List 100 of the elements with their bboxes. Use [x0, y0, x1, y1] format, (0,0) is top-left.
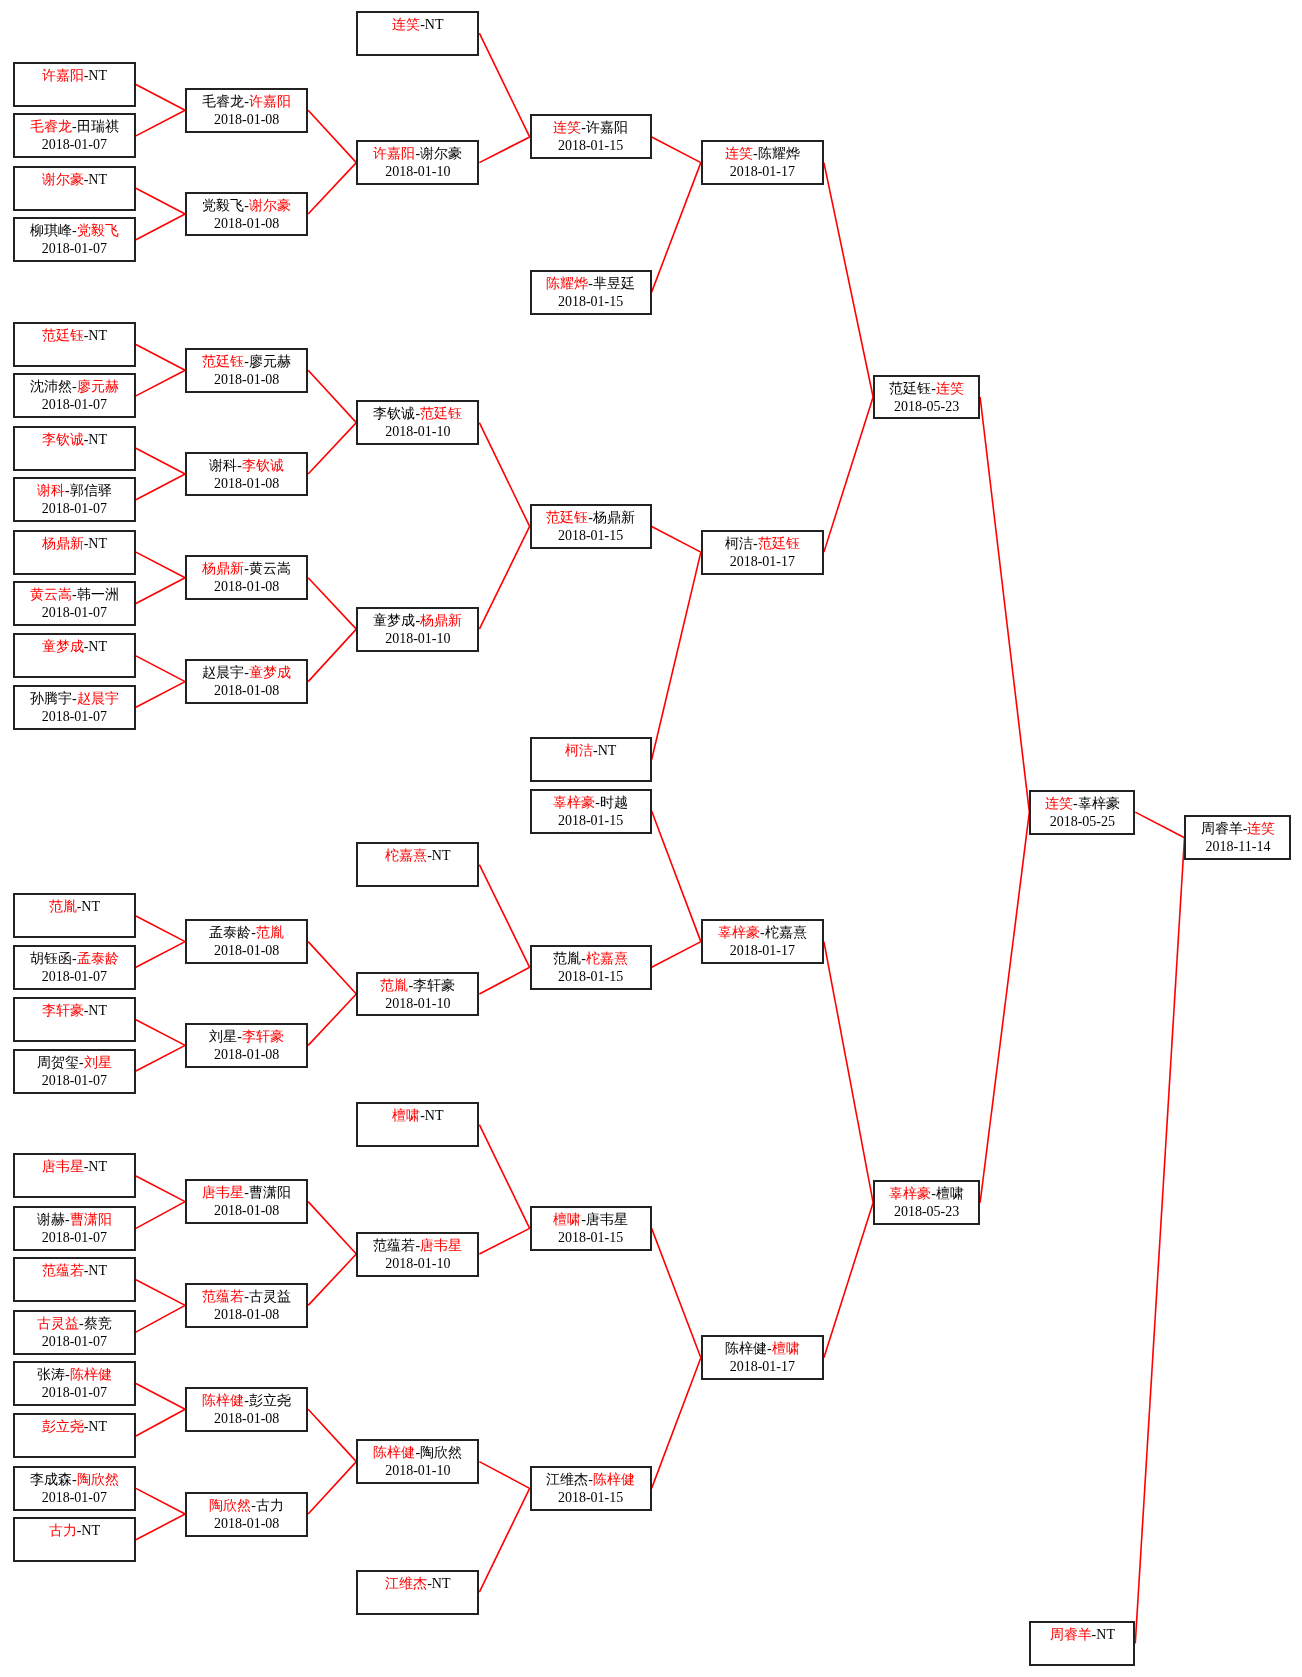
bracket-line	[823, 1201, 874, 1359]
match-players: 陈梓健-陶欣然	[373, 1444, 463, 1463]
match-players: 江维杰-陈梓健	[546, 1470, 635, 1489]
match-box	[12, 1517, 136, 1563]
match-date: 2018-01-10	[385, 423, 451, 442]
bracket-line	[478, 1487, 531, 1593]
match-date: 2018-01-08	[213, 1514, 280, 1533]
match-date: 2018-05-23	[893, 397, 960, 416]
bracket-line	[135, 655, 186, 683]
bracket-line	[135, 577, 186, 605]
match-box	[185, 191, 309, 237]
match-players: 黄云嵩-韩一洲	[30, 586, 119, 604]
bracket-line	[135, 1200, 186, 1230]
match-date: 2018-01-07	[41, 1384, 107, 1403]
match-date: 2018-01-15	[557, 526, 624, 545]
match-box	[185, 347, 309, 393]
match-box	[185, 555, 309, 601]
match-box	[185, 1491, 309, 1537]
match-players: 刘星-李轩豪	[209, 1027, 284, 1046]
match-box	[12, 113, 136, 159]
match-box	[12, 1413, 136, 1459]
match-players: 范胤-柁嘉熹	[553, 949, 628, 968]
bracket-line	[307, 109, 358, 164]
bracket-line	[307, 940, 358, 995]
match-box	[356, 10, 480, 56]
match-players: 檀啸-NT	[392, 1107, 444, 1126]
match-box	[529, 944, 652, 990]
match-box	[12, 529, 136, 575]
match-players: 连笑-陈耀烨	[725, 145, 800, 164]
bracket-line	[135, 551, 186, 579]
match-date: 2018-05-23	[893, 1203, 960, 1222]
match-box	[873, 1180, 981, 1226]
match-box	[356, 606, 480, 652]
match-date: 2018-01-07	[41, 500, 107, 519]
match-players: 杨鼎新-黄云嵩	[202, 560, 291, 579]
match-players: 彭立尧-NT	[41, 1418, 107, 1437]
match-date: 2018-01-17	[729, 163, 796, 182]
bracket-line	[307, 993, 358, 1047]
bracket-line	[135, 1382, 186, 1410]
match-players: 李钦诚-范廷钰	[373, 405, 463, 424]
match-box	[700, 529, 824, 575]
match-box	[12, 1048, 136, 1094]
match-box	[12, 62, 136, 107]
bracket-line	[135, 1175, 186, 1203]
match-date: 2018-01-07	[41, 604, 107, 622]
bracket-line	[307, 1408, 358, 1463]
match-players: 范胤-李轩豪	[380, 976, 456, 995]
match-box	[12, 581, 136, 626]
match-players: 辜梓豪-柁嘉熹	[718, 924, 807, 943]
match-box	[12, 893, 136, 939]
match-players: 范蕴若-古灵益	[202, 1287, 291, 1306]
match-players: 李成森-陶欣然	[30, 1470, 119, 1489]
match-date: 2018-01-10	[385, 163, 451, 182]
match-box	[700, 140, 824, 186]
bracket-line	[478, 1227, 531, 1255]
match-box	[12, 373, 136, 419]
match-players: 沈沛然-廖元赫	[30, 378, 119, 397]
match-box	[12, 322, 136, 367]
match-date: 2018-01-08	[213, 1202, 280, 1221]
match-players: 古力-NT	[48, 1522, 100, 1541]
match-date: 2018-01-08	[213, 110, 280, 129]
match-box	[356, 140, 480, 186]
match-players: 陈梓健-檀啸	[725, 1340, 800, 1359]
match-date: 2018-01-08	[213, 214, 280, 233]
match-box	[185, 1282, 309, 1328]
match-box	[529, 1465, 652, 1511]
match-box	[12, 1309, 136, 1355]
match-players: 范廷钰-杨鼎新	[546, 508, 635, 527]
match-players: 许嘉阳-谢尔豪	[373, 145, 463, 164]
match-date: 2018-05-25	[1049, 812, 1115, 831]
match-box	[12, 165, 136, 211]
bracket-line	[307, 1253, 358, 1307]
match-box	[12, 217, 136, 263]
match-players: 赵晨宇-童梦成	[202, 664, 291, 683]
match-players: 党毅飞-谢尔豪	[202, 196, 291, 215]
match-date: 2018-11-14	[1205, 838, 1271, 857]
bracket-line	[135, 343, 186, 372]
bracket-line	[135, 369, 186, 397]
bracket-line	[135, 447, 186, 475]
bracket-line	[478, 525, 531, 630]
bracket-line	[650, 525, 702, 553]
match-box	[12, 1361, 136, 1406]
match-date: 2018-01-07	[41, 396, 107, 415]
match-box	[356, 971, 480, 1017]
match-box	[356, 1569, 480, 1615]
bracket-line	[307, 1200, 358, 1255]
bracket-line	[823, 396, 874, 553]
match-players: 陈耀烨-芈昱廷	[546, 274, 635, 293]
match-date: 2018-01-07	[41, 240, 107, 259]
match-box	[529, 737, 652, 783]
bracket-line	[135, 940, 186, 969]
bracket-line	[135, 109, 186, 137]
match-players: 陈梓健-彭立尧	[202, 1391, 291, 1410]
match-box	[12, 997, 136, 1043]
match-players: 毛睿龙-田瑞祺	[30, 118, 119, 137]
match-players: 古灵益-蔡竞	[37, 1314, 112, 1333]
bracket-line	[650, 940, 702, 969]
match-date: 2018-01-15	[557, 811, 624, 830]
match-players: 连笑-辜梓豪	[1044, 794, 1120, 813]
match-players: 柯洁-NT	[564, 742, 617, 761]
